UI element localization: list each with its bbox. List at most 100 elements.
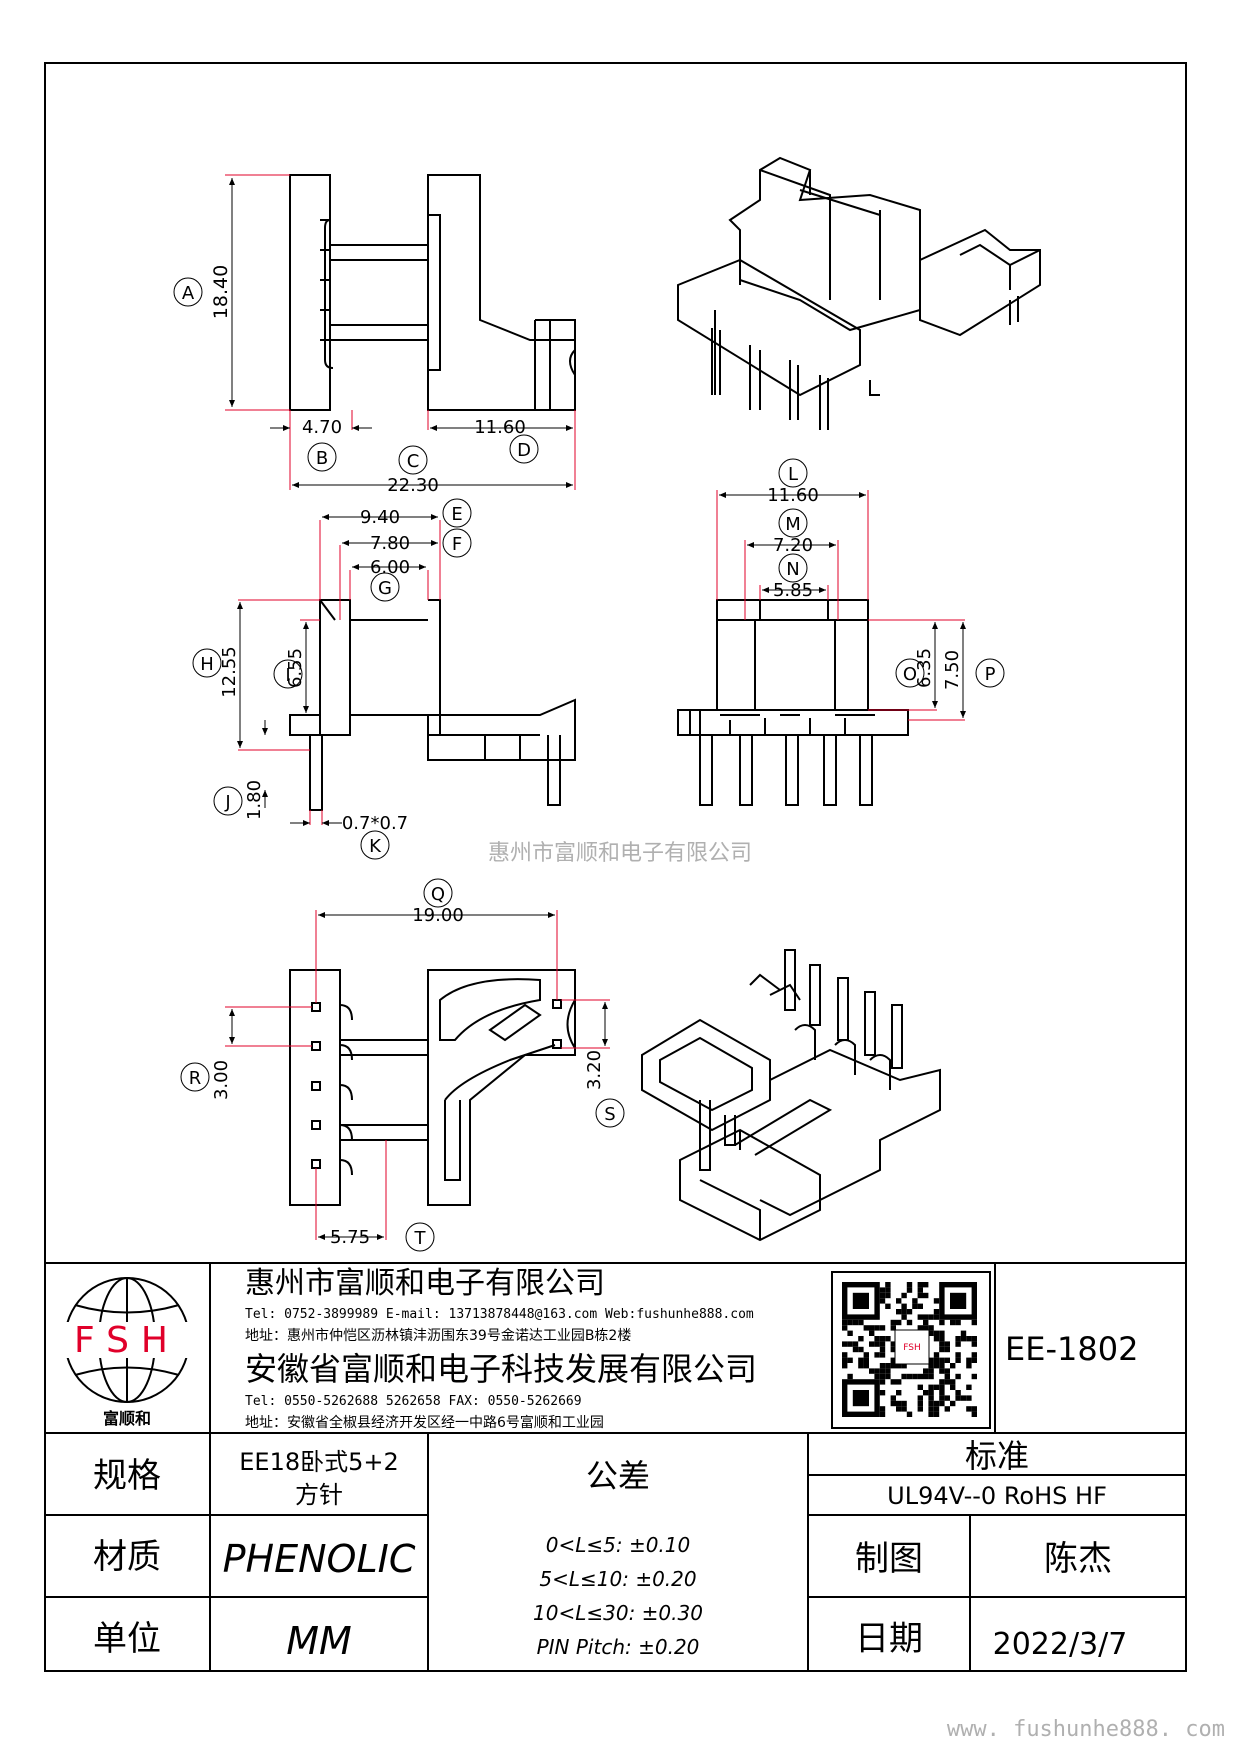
qr-module	[879, 1411, 886, 1417]
qr-module	[879, 1390, 886, 1396]
qr-module	[933, 1357, 940, 1363]
qr-module	[863, 1325, 869, 1331]
qr-module	[971, 1373, 977, 1380]
qr-module	[885, 1368, 891, 1374]
qr-module	[858, 1336, 864, 1342]
iso-view-bottom	[641, 949, 941, 1242]
date-value: 2022/3/7	[993, 1627, 1128, 1662]
dim-g-value: 6.00	[370, 557, 410, 578]
dim-a-value: 18.40	[210, 265, 232, 319]
qr-module	[879, 1292, 886, 1299]
qr-finder-center	[852, 1390, 869, 1407]
qr-module	[944, 1395, 950, 1401]
qr-module	[928, 1325, 934, 1331]
qr-module	[901, 1303, 907, 1309]
company1-name: 惠州市富顺和电子有限公司	[245, 1266, 605, 1301]
qr-module	[874, 1325, 880, 1331]
qr-module	[863, 1357, 869, 1363]
qr-module	[923, 1390, 929, 1396]
qr-caption: FSH	[903, 1343, 921, 1353]
dim-j-value: 1.80	[244, 780, 265, 820]
qr-module	[923, 1325, 929, 1331]
dim-l-value: 11.60	[767, 485, 819, 506]
standard-value: UL94V--0 RoHS HF	[887, 1482, 1107, 1510]
qr-module	[879, 1352, 886, 1358]
label-n: N	[778, 553, 808, 583]
qr-module	[896, 1379, 902, 1385]
qr-module	[885, 1373, 891, 1380]
qr-finder	[842, 1379, 880, 1418]
qr-module	[933, 1384, 940, 1390]
qr-module	[933, 1330, 940, 1336]
dim-p-value: 7.50	[942, 650, 963, 690]
qr-module	[842, 1363, 848, 1369]
qr-module	[939, 1390, 945, 1396]
qr-module	[901, 1292, 907, 1299]
title-block-frame	[45, 1262, 1186, 1671]
qr-module	[955, 1390, 961, 1396]
logo-text: FSH	[74, 1320, 180, 1361]
qr-module	[890, 1341, 896, 1347]
qr-module	[869, 1330, 875, 1336]
qr-module	[917, 1384, 923, 1390]
qr-module	[879, 1298, 886, 1304]
iso-view-top	[677, 156, 1041, 430]
qr-module	[847, 1357, 853, 1363]
label-b: B	[307, 442, 337, 472]
qr-module	[885, 1282, 891, 1288]
qr-module	[901, 1363, 907, 1369]
dim-t-value: 5.75	[330, 1227, 370, 1248]
qr-module	[928, 1357, 934, 1363]
qr-module	[874, 1352, 880, 1358]
qr-module	[842, 1319, 848, 1326]
dim-o-value: 6.35	[914, 648, 935, 688]
label-h-text: H	[200, 654, 214, 675]
qr-module	[950, 1319, 956, 1326]
qr-module	[885, 1303, 891, 1309]
label-l: L	[778, 458, 808, 488]
qr-module	[874, 1368, 880, 1374]
qr-module	[879, 1379, 886, 1385]
qr-module	[955, 1319, 961, 1326]
label-b-text: B	[316, 448, 328, 469]
qr-module	[863, 1363, 869, 1369]
label-c: C	[398, 445, 428, 475]
qr-module	[928, 1390, 934, 1396]
qr-module	[879, 1373, 886, 1380]
company2-address: 地址：安徽省全椒县经济开发区经一中路6号富顺和工业园	[245, 1414, 604, 1431]
label-m: M	[778, 508, 808, 538]
top-view-dim-lines	[229, 178, 573, 488]
qr-module	[858, 1357, 864, 1363]
qr-module	[906, 1319, 913, 1326]
qr-module	[858, 1319, 864, 1326]
company1-contact: Tel: 0752-3899989 E-mail: 13713878448@16…	[245, 1307, 754, 1322]
qr-module	[890, 1325, 896, 1331]
spec-label: 规格	[93, 1456, 161, 1496]
qr-module	[966, 1395, 972, 1401]
qr-finder-center	[950, 1292, 967, 1309]
qr-module	[917, 1282, 923, 1288]
qr-module	[847, 1373, 853, 1380]
qr-module	[933, 1309, 940, 1315]
bottom-view-dim-lines	[229, 912, 608, 1240]
spec-value-line1: EE18卧式5+2	[239, 1448, 399, 1476]
qr-module	[928, 1368, 934, 1374]
front-view-dim-lines	[237, 514, 438, 826]
tolerance-1: 0<L≤5: ±0.10	[546, 1533, 691, 1557]
qr-module	[912, 1373, 918, 1380]
qr-finder-center	[852, 1292, 869, 1309]
tolerance-2: 5<L≤10: ±0.20	[539, 1567, 696, 1591]
company1-address: 地址：惠州市仲恺区沥林镇沣沥围东39号金诺达工业园B栋2楼	[245, 1327, 631, 1344]
dim-d-value: 11.60	[474, 417, 526, 438]
dim-e-value: 9.40	[360, 507, 400, 528]
qr-module	[939, 1379, 945, 1385]
date-label: 日期	[855, 1619, 923, 1659]
qr-module	[933, 1314, 940, 1320]
qr-module	[939, 1357, 945, 1363]
qr-module	[912, 1298, 918, 1304]
qr-module	[955, 1395, 961, 1401]
qr-module	[852, 1346, 859, 1353]
tolerance-4: PIN Pitch: ±0.20	[537, 1635, 700, 1659]
qr-module	[874, 1373, 880, 1380]
logo-caption: 富顺和	[103, 1409, 151, 1428]
